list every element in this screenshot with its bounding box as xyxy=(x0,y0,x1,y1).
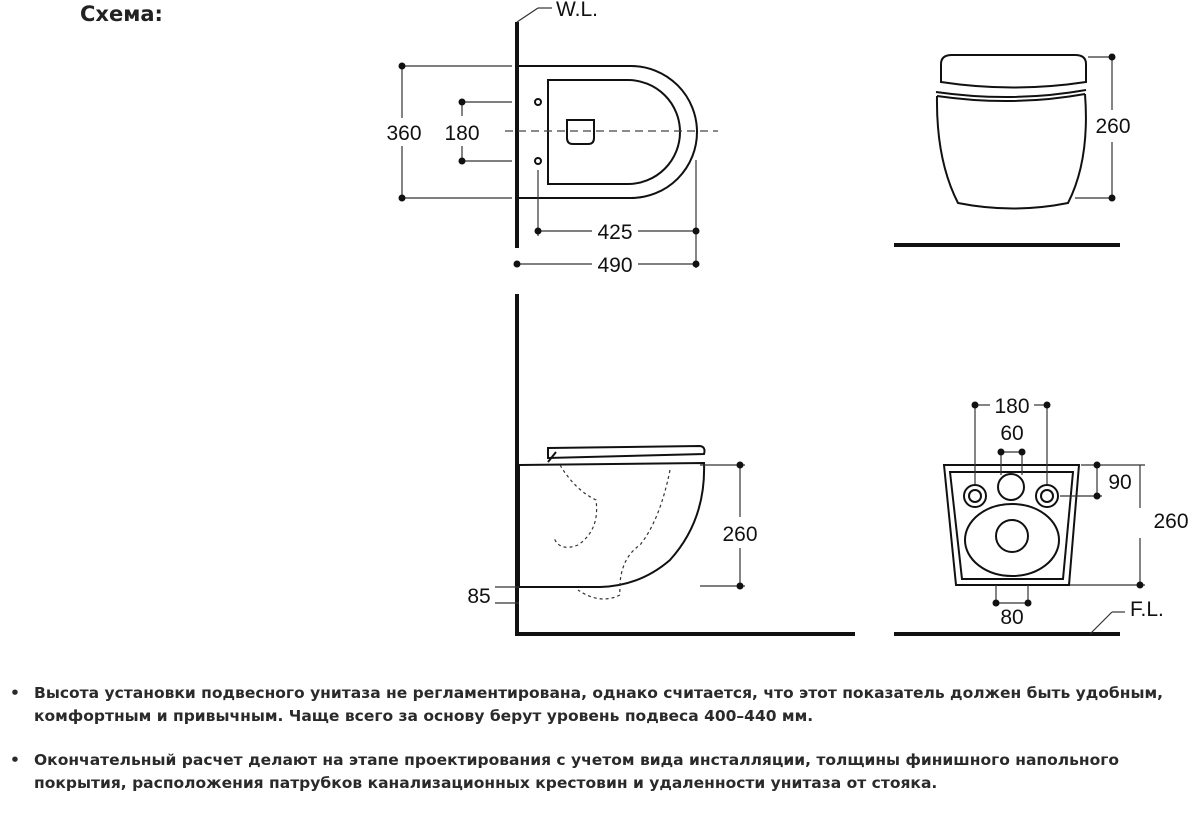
rear-view: 180 60 90 260 80 F.L. xyxy=(894,395,1189,636)
rear-outline xyxy=(942,464,1081,586)
bowl-outline-front xyxy=(935,93,1087,210)
wall-level-label: W.L. xyxy=(556,0,598,21)
dim-rear-height: 260 xyxy=(1153,510,1188,533)
note-text: Окончательный расчет делают на этапе про… xyxy=(34,751,1120,792)
bolt-hole-left xyxy=(963,484,987,508)
outlet-hole xyxy=(995,519,1029,553)
bullet-icon: • xyxy=(10,751,20,769)
dim-bowl-length: 425 xyxy=(597,221,632,244)
mount-hole-bottom xyxy=(534,157,542,165)
wl-leader xyxy=(516,7,539,23)
trap-dotted-2 xyxy=(577,469,671,600)
technical-drawing: .thick { stroke:#111; stroke-width:4; fi… xyxy=(386,0,1189,636)
note-item: • Высота установки подвесного унитаза не… xyxy=(8,682,1188,728)
top-view: W.L. 360 180 425 xyxy=(386,0,718,277)
trap-dotted-1 xyxy=(553,464,598,548)
dim-front-height: 260 xyxy=(1095,115,1130,138)
dim-bottom-gap: 85 xyxy=(467,585,490,608)
dim-outlet-diameter: 80 xyxy=(1000,606,1023,629)
bullet-icon: • xyxy=(10,684,20,702)
dim-side-height: 260 xyxy=(722,523,757,546)
mount-hole-top xyxy=(534,98,542,106)
water-inlet xyxy=(997,473,1025,501)
side-view: 260 85 xyxy=(467,294,855,636)
seat-side xyxy=(547,444,706,460)
dim-inlet-offset: 90 xyxy=(1108,471,1131,494)
page-title: Схема: xyxy=(80,2,163,26)
front-view: 260 xyxy=(894,53,1131,247)
bolt-hole-right xyxy=(1035,484,1059,508)
dim-overall-length: 490 xyxy=(597,254,632,277)
dim-inlet-spacing: 60 xyxy=(1000,422,1023,445)
dim-bolt-spacing: 180 xyxy=(994,395,1029,418)
bowl-outline-side xyxy=(518,461,706,588)
dim-overall-width: 360 xyxy=(386,122,421,145)
notes-list: • Высота установки подвесного унитаза не… xyxy=(8,682,1188,816)
seat-lid-front xyxy=(940,54,1087,89)
drain-outline-top xyxy=(566,119,595,145)
outlet-ring xyxy=(964,503,1060,577)
note-text: Высота установки подвесного унитаза не р… xyxy=(34,684,1164,725)
note-item: • Окончательный расчет делают на этапе п… xyxy=(8,749,1188,795)
bowl-inner-top xyxy=(547,79,681,185)
dim-mount-spacing: 180 xyxy=(444,122,479,145)
floor-level-label: F.L. xyxy=(1130,598,1164,621)
bowl-outline-top xyxy=(519,65,698,199)
